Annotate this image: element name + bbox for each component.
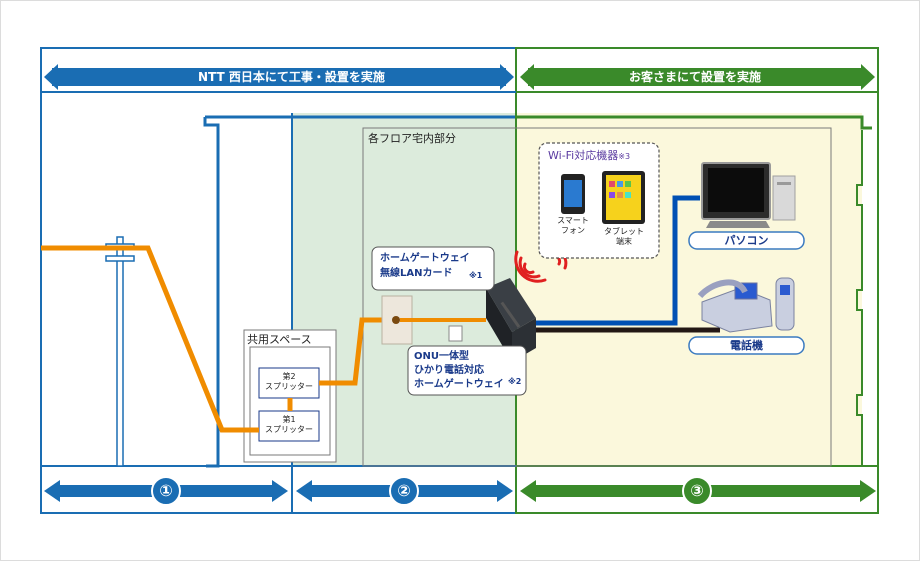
customer-banner-label: お客さまにて設置を実施 [629,70,762,84]
building-roof-customer [516,115,872,130]
section-3-number: ③ [682,476,712,506]
pc-label: パソコン [724,234,769,247]
section2-left-arrow [296,480,312,502]
phone-socket-icon [448,325,463,342]
gateway-lan-note: ※1 [469,271,483,280]
section2-right-arrow [497,480,513,502]
splitter-1-box [258,410,320,442]
section1-right-arrow [272,480,288,502]
section-2-number: ② [389,476,419,506]
lan-cable-to-pc [536,195,700,326]
phone-label-box [688,336,805,355]
computer-icon [701,162,796,228]
tablet-icon [602,171,645,224]
floor-area-frame [362,127,832,467]
onu-label: ONU一体型 ひかり電話対応 ホームゲートウェイ [414,351,504,390]
building-right-wall [856,130,863,466]
onu-note: ※2 [508,377,522,386]
splitter-2-label: 第2 スプリッター [265,372,313,392]
section3-right-arrow [860,480,876,502]
customer-banner-bar [528,68,862,86]
smartphone-label: スマート フォン [557,216,589,236]
splitter-2-box [258,367,320,399]
tablet-label: タブレット 端末 [604,227,644,247]
ntt-banner-right-arrow [500,64,514,90]
smartphone-icon [561,174,585,214]
wifi-devices-title-text: Wi-Fi対応機器 [548,149,619,162]
onu-label-box [407,345,527,396]
fiber-line-pole-to-splitter1 [41,245,259,433]
splitter-1-label: 第1 スプリッター [265,415,313,435]
phone-label: 電話機 [730,339,763,352]
floor-area-label: 各フロア宅内部分 [368,132,456,145]
customer-banner-right-arrow [861,64,875,90]
wall-outlet-icon [381,295,413,345]
pc-label-box [688,231,805,250]
gateway-lan-label-box [371,246,495,291]
gateway-lan-label: ホームゲートウェイ 無線LANカード [380,253,470,279]
ntt-banner-left-arrow [44,64,58,90]
fiber-line-splitter2-to-outlet [319,317,395,386]
ntt-banner-label: NTT 西日本にて工事・設置を実施 [198,70,385,84]
shared-space-inner [249,346,331,456]
telephone-icon [697,277,795,333]
shared-space-label: 共用スペース [247,333,312,346]
customer-frame [515,47,879,514]
section-1-number: ① [151,476,181,506]
section3-left-arrow [520,480,536,502]
section1-left-arrow [44,480,60,502]
wifi-devices-title: Wi-Fi対応機器※3 [548,150,630,161]
wifi-devices-title-note: ※3 [618,152,631,161]
ntt-banner-bar [52,68,506,86]
customer-banner-left-arrow [520,64,534,90]
